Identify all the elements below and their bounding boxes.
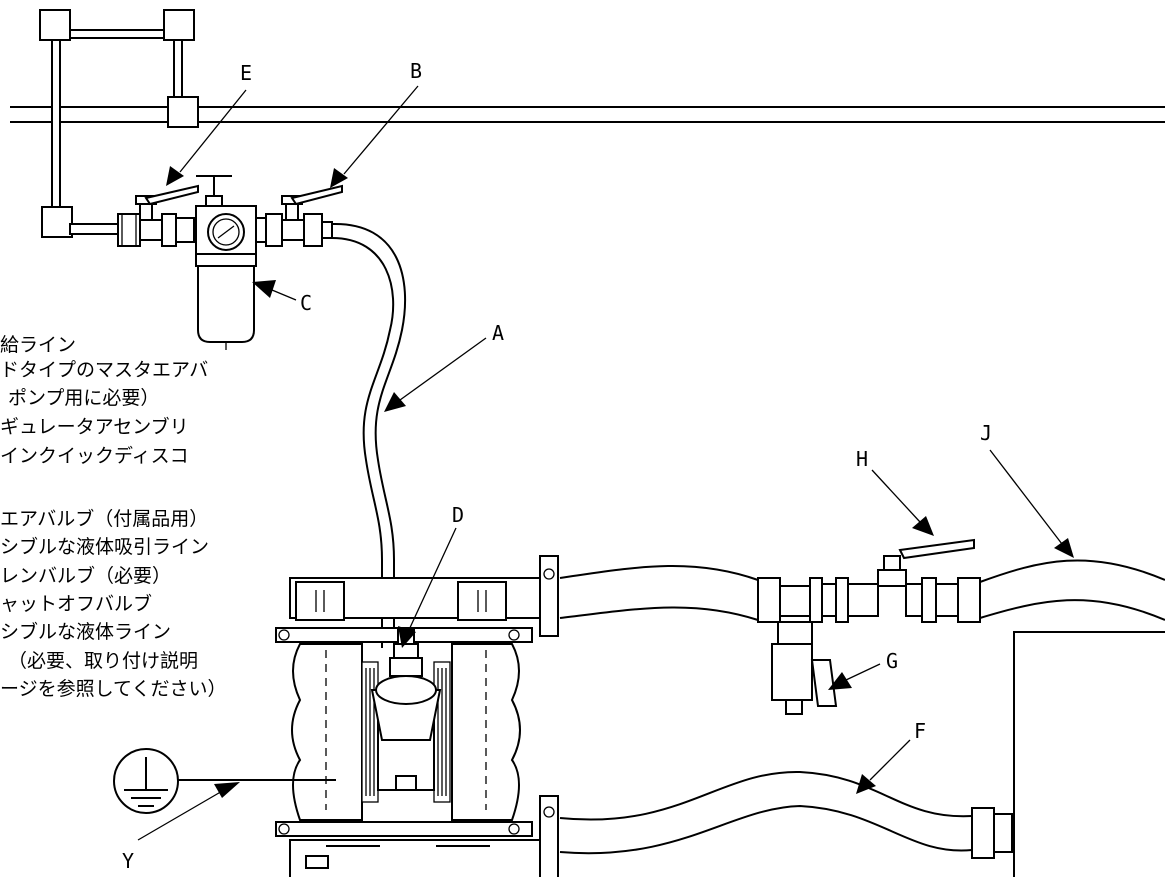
callout-e: E (240, 61, 252, 85)
air-supply-hose-a (331, 222, 407, 648)
master-air-valve-e (117, 184, 199, 247)
arrowhead-a (384, 392, 406, 412)
legend-line-6: エアバルブ（付属品用） (0, 508, 209, 530)
arrowhead-g (828, 672, 852, 690)
legend-line-8: レンバルブ（必要） (0, 565, 172, 587)
legend-line-11: （必要、取り付け説明 (8, 650, 199, 672)
legend-line-4: ギュレータアセンブリ (0, 416, 189, 438)
arrowhead-y (214, 782, 240, 798)
callout-c: C (300, 291, 312, 315)
legend-line-10: シブルな液体ライン (0, 621, 172, 643)
ground-connection-y (113, 748, 336, 814)
callout-g: G (886, 649, 898, 673)
callout-f: F (914, 719, 926, 743)
arrowhead-h (912, 516, 934, 536)
legend-line-3: ポンプ用に必要） (8, 387, 160, 409)
callout-y: Y (122, 849, 134, 873)
legend-line-5: インクイックディスコ (0, 445, 189, 467)
arrowhead-e (166, 166, 184, 186)
fluid-outlet-line-j (559, 538, 1165, 715)
callout-d: D (452, 503, 464, 527)
fluid-supply-tank (1013, 631, 1165, 877)
callout-h: H (856, 447, 868, 471)
air-regulator-assembly-c (195, 175, 267, 350)
air-valve-b (265, 184, 343, 247)
callout-a: A (492, 321, 504, 345)
arrowhead-d (398, 626, 416, 648)
legend-line-1: 給ライン (0, 334, 77, 356)
callout-j: J (980, 421, 992, 445)
legend-line-9: ャットオフバルブ (0, 593, 153, 615)
arrowhead-f (856, 774, 876, 794)
arrowhead-c (252, 280, 276, 298)
air-supply-header (10, 106, 1165, 123)
pump-body (275, 555, 559, 877)
legend-line-12: ージを参照してください） (0, 678, 227, 700)
callout-leaders (137, 85, 1074, 841)
air-drop-loop (39, 9, 199, 238)
callout-b: B (410, 59, 422, 83)
legend-line-2: ドタイプのマスタエアバ (0, 359, 209, 381)
arrowhead-j (1054, 538, 1074, 558)
legend-line-7: シブルな液体吸引ライン (0, 536, 210, 558)
fluid-suction-line-f (559, 770, 1013, 859)
arrowhead-b (330, 168, 348, 188)
